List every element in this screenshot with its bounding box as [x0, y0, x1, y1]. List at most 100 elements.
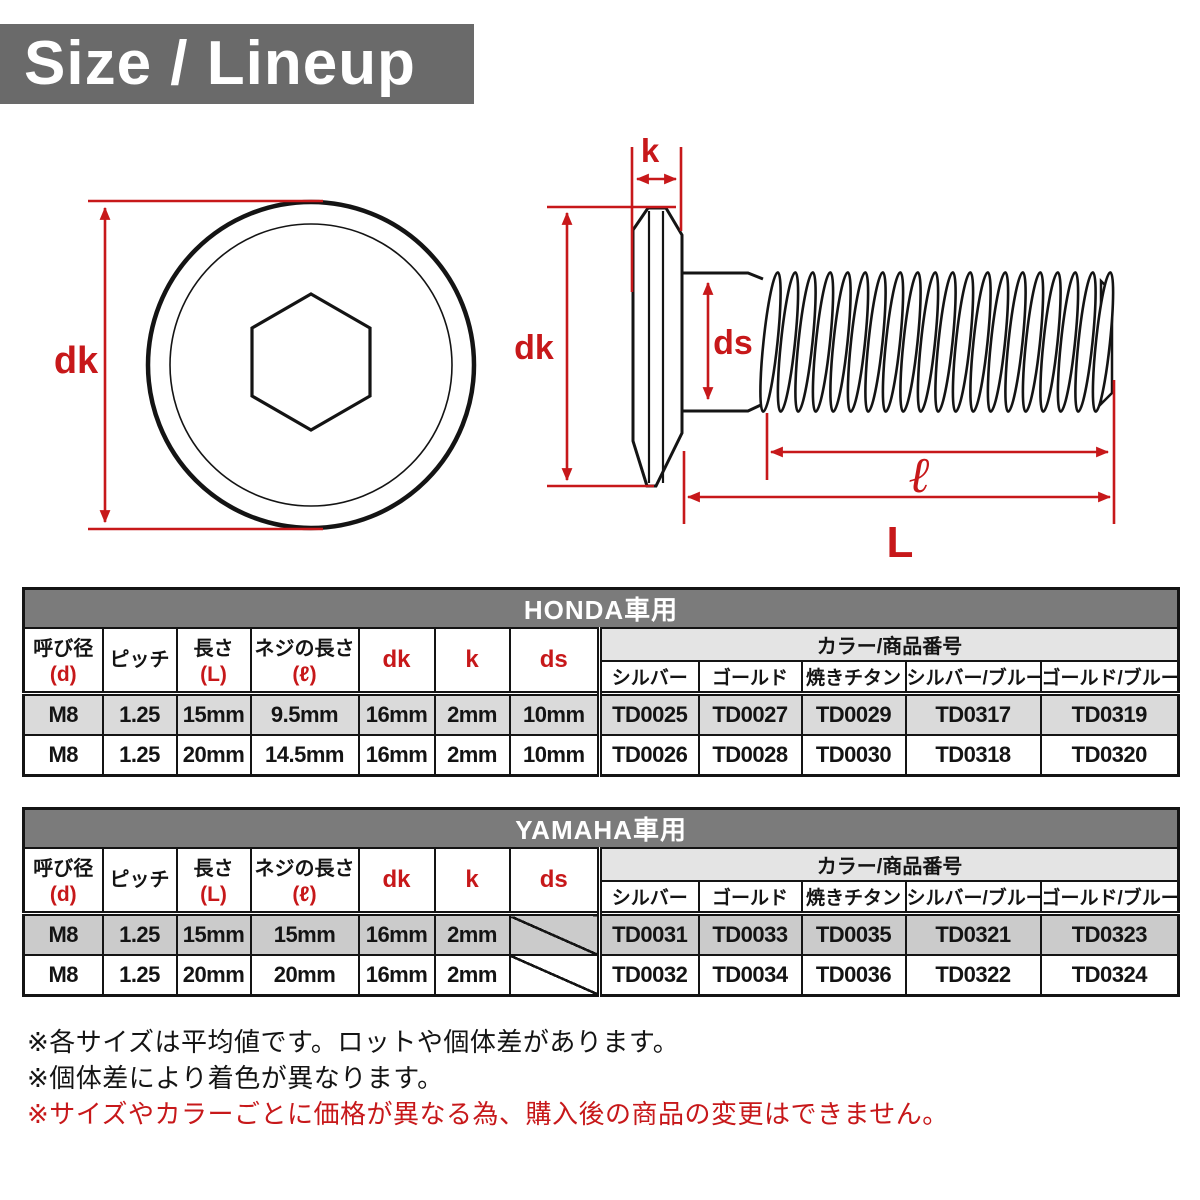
data-cell: 2mm [433, 953, 511, 997]
header-symbol: dk [382, 646, 411, 673]
data-cell: 20mm [175, 953, 252, 997]
header-cell-length: 長さ (L) [175, 627, 252, 695]
data-cell: 15mm [175, 691, 252, 736]
dk-dimension-side: dk [514, 205, 676, 488]
header-symbol: (ℓ) [292, 663, 317, 686]
data-cell: TD0323 [1039, 911, 1180, 956]
data-cell-not-applicable [508, 911, 601, 956]
header-label: ピッチ [109, 649, 170, 671]
data-cell: 1.25 [101, 733, 178, 777]
data-cell: M8 [22, 733, 104, 777]
data-cell-not-applicable [508, 953, 601, 997]
page-title: Size / Lineup [0, 24, 474, 104]
header-symbol: (L) [200, 883, 227, 906]
head-outer-circle [145, 199, 477, 531]
data-cell: TD0319 [1039, 691, 1180, 736]
header-cell-k: k [433, 627, 511, 695]
header-cell-gold-blue: ゴールド/ブルー [1039, 880, 1180, 915]
table-row: M8 1.25 20mm 14.5mm 16mm 2mm 10mm TD0026… [22, 733, 1180, 777]
data-cell: TD0324 [1039, 953, 1180, 997]
honda-band-title: HONDA車用 [22, 587, 1180, 629]
header-cell-gold: ゴールド [697, 660, 803, 695]
data-cell: TD0320 [1039, 733, 1180, 777]
data-cell: 16mm [357, 733, 436, 777]
dk-side-label: dk [514, 329, 554, 367]
data-cell: 14.5mm [249, 733, 360, 777]
header-symbol: (L) [200, 663, 227, 686]
header-cell-diameter: 呼び径 (d) [22, 847, 104, 915]
header-symbol: dk [382, 866, 411, 893]
header-symbol: ds [539, 646, 568, 673]
header-label: 長さ [193, 638, 234, 660]
data-cell: TD0028 [697, 733, 803, 777]
data-cell: 1.25 [101, 691, 178, 736]
header-cell-gold-blue: ゴールド/ブルー [1039, 660, 1180, 695]
data-cell: M8 [22, 691, 104, 736]
header-cell-silver: シルバー [597, 660, 700, 695]
header-cell-burnt-titanium: 焼きチタン [800, 660, 907, 695]
header-cell-thread-length: ネジの長さ (ℓ) [249, 847, 360, 915]
header-label: ネジの長さ [254, 858, 355, 880]
data-cell: 2mm [433, 911, 511, 956]
header-cell-silver-blue: シルバー/ブルー [904, 660, 1042, 695]
note-line: ※個体差により着色が異なります。 [27, 1063, 444, 1093]
header-symbol: (d) [49, 663, 77, 686]
data-cell: TD0033 [697, 911, 803, 956]
total-length-dimension: L [682, 451, 1112, 567]
header-symbol: k [465, 646, 479, 673]
data-cell: TD0027 [697, 691, 803, 736]
data-cell: 2mm [433, 691, 511, 736]
data-cell: TD0030 [800, 733, 907, 777]
table-row: M8 1.25 15mm 15mm 16mm 2mm TD0031 TD0033… [22, 911, 1180, 956]
header-cell-dk: dk [357, 627, 436, 695]
header-color-group: カラー/商品番号 [596, 626, 1180, 663]
bolt-head-side [631, 206, 684, 488]
data-cell: M8 [22, 911, 104, 956]
header-cell-pitch: ピッチ [101, 627, 178, 695]
data-cell: TD0317 [904, 691, 1042, 736]
header-symbol: k [465, 866, 479, 893]
header-label: ネジの長さ [254, 638, 355, 660]
note-line-warning: ※サイズやカラーごとに価格が異なる為、購入後の商品の変更はできません。 [27, 1099, 949, 1129]
note-line: ※各サイズは平均値です。ロットや個体差があります。 [27, 1027, 680, 1057]
header-cell-dk: dk [357, 847, 436, 915]
table-row: M8 1.25 15mm 9.5mm 16mm 2mm 10mm TD0025 … [22, 691, 1180, 736]
header-symbol: (d) [49, 883, 77, 906]
bolt-dimension-diagram: dk k dk [54, 132, 1119, 567]
ds-dimension: ds [702, 281, 753, 401]
ds-label: ds [713, 324, 753, 362]
header-cell-silver: シルバー [597, 880, 700, 915]
k-label: k [641, 132, 660, 169]
bolt-side-view [631, 206, 1119, 488]
data-cell: 2mm [433, 733, 511, 777]
header-cell-length: 長さ (L) [175, 847, 252, 915]
data-cell: TD0322 [904, 953, 1042, 997]
data-cell: TD0029 [800, 691, 907, 736]
data-cell: 1.25 [101, 911, 178, 956]
data-cell: TD0035 [800, 911, 907, 956]
header-label: ピッチ [109, 869, 170, 891]
dk-dimension-front: dk [54, 199, 323, 531]
thread-loops [754, 270, 1119, 414]
header-cell-ds: ds [508, 847, 601, 915]
data-cell: TD0318 [904, 733, 1042, 777]
header-cell-k: k [433, 847, 511, 915]
data-cell: 16mm [357, 911, 436, 956]
data-cell: TD0031 [597, 911, 700, 956]
data-cell: 15mm [175, 911, 252, 956]
data-cell: TD0036 [800, 953, 907, 997]
data-cell: TD0026 [597, 733, 700, 777]
header-label: 呼び径 [33, 638, 94, 660]
yamaha-spec-table: YAMAHA車用 呼び径 (d) ピッチ 長さ (L) ネジの長さ (ℓ) dk… [22, 807, 1181, 997]
thread-length-dimension: ℓ [765, 380, 1116, 524]
honda-spec-table: HONDA車用 呼び径 (d) ピッチ 長さ (L) ネジの長さ (ℓ) dk … [22, 587, 1181, 777]
footnotes: ※各サイズは平均値です。ロットや個体差があります。 ※個体差により着色が異なりま… [27, 1024, 949, 1132]
header-symbol: ds [539, 866, 568, 893]
yamaha-band-title: YAMAHA車用 [22, 807, 1180, 849]
header-symbol: (ℓ) [292, 883, 317, 906]
header-cell-silver-blue: シルバー/ブルー [904, 880, 1042, 915]
header-cell-ds: ds [508, 627, 601, 695]
data-cell: 16mm [357, 691, 436, 736]
header-label: 呼び径 [33, 858, 94, 880]
data-cell: 9.5mm [249, 691, 360, 736]
